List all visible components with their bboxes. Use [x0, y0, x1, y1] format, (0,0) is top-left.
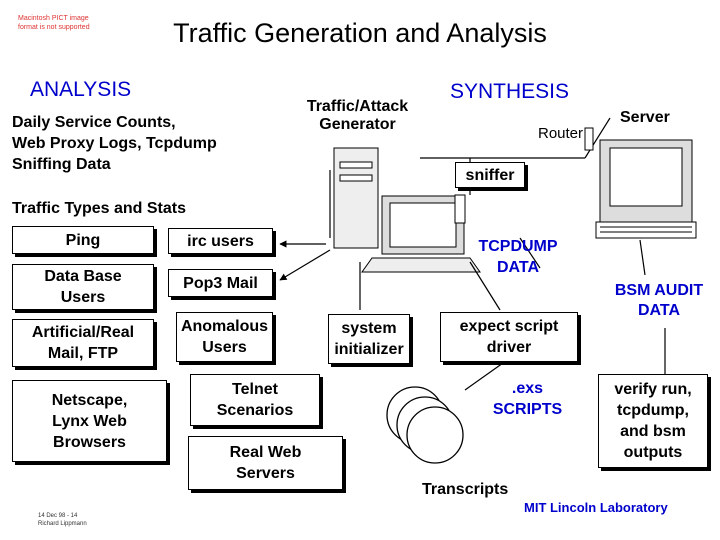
verify-outputs-box: verify run, tcpdump, and bsm outputs: [598, 374, 708, 468]
footer-line: 14 Dec 98 - 14: [38, 513, 78, 519]
expect-script-driver-box: expect script driver: [440, 312, 578, 362]
data-sources: Daily Service Counts, Web Proxy Logs, Tc…: [12, 112, 217, 175]
transcript-circles-icon: [386, 386, 464, 464]
tcpdump-line: DATA: [496, 259, 540, 276]
generator-computer-icon: [333, 147, 481, 273]
server-label: Server: [620, 109, 670, 126]
system-init-line: system: [341, 320, 397, 337]
irc-users-label: irc users: [187, 232, 254, 250]
system-initializer-box: system initializer: [328, 314, 410, 364]
data-source-line: Daily Service Counts,: [12, 114, 176, 131]
real-web-line: Real Web: [229, 444, 302, 461]
database-users-line: Users: [60, 289, 106, 306]
expect-line: driver: [486, 339, 532, 356]
verify-line: tcpdump,: [616, 402, 689, 419]
synthesis-header: SYNTHESIS: [450, 80, 570, 103]
pop3-mail-box: Pop3 Mail: [168, 269, 273, 297]
network-line-server: [584, 117, 611, 159]
generator-label: Traffic/Attack Generator: [290, 98, 425, 134]
verify-line: verify run,: [614, 381, 692, 398]
verify-line: outputs: [623, 444, 683, 461]
transcripts-label: Transcripts: [422, 481, 509, 498]
anomalous-users-line: Anomalous: [180, 318, 269, 335]
bsm-line: BSM AUDIT: [614, 282, 704, 299]
bsm-line: DATA: [637, 302, 681, 319]
sniffer-computer-icon: [454, 194, 466, 224]
router-icon: [584, 127, 594, 151]
ping-label: Ping: [65, 232, 101, 249]
footer-line: Richard Lippmann: [38, 521, 87, 527]
irc-users-box: irc users: [168, 228, 273, 254]
slide-title: Traffic Generation and Analysis: [173, 18, 547, 48]
line-tcpdump: [519, 237, 541, 269]
pict-placeholder-note: Macintosh PICT image format is not suppo…: [18, 15, 90, 31]
sniffer-label: sniffer: [465, 166, 515, 184]
database-users-line: Data Base: [44, 268, 122, 285]
netscape-line: Netscape,: [51, 391, 128, 409]
line-exs-circles: [464, 357, 511, 391]
line-expect: [469, 261, 501, 311]
verify-line: and bsm: [620, 423, 686, 440]
real-web-line: Servers: [236, 465, 295, 482]
server-workstation-icon: [595, 139, 697, 239]
exs-line: .exs: [511, 380, 544, 397]
netscape-line: Lynx Web: [52, 412, 127, 430]
router-label: Router: [538, 125, 584, 142]
arrow-pop3: [279, 249, 331, 281]
pop3-mail-label: Pop3 Mail: [183, 274, 258, 292]
anomalous-users-line: Users: [202, 339, 247, 356]
tcpdump-line: TCPDUMP: [478, 238, 558, 255]
tcpdump-data-label: TCPDUMP DATA: [468, 236, 568, 278]
line-bsm: [639, 239, 646, 276]
artificial-mail-line: Mail, FTP: [47, 345, 119, 362]
artificial-mail-line: Artificial/Real: [31, 324, 135, 341]
system-init-line: initializer: [334, 341, 404, 358]
analysis-header: ANALYSIS: [30, 78, 132, 101]
data-source-line: Sniffing Data: [12, 156, 111, 173]
generator-line: Traffic/Attack: [306, 98, 409, 115]
mit-lincoln-credit: MIT Lincoln Laboratory: [518, 498, 674, 517]
exs-line: SCRIPTS: [492, 401, 563, 418]
data-source-line: Web Proxy Logs, Tcpdump: [12, 135, 217, 152]
telnet-line: Telnet: [232, 381, 278, 398]
footer-note: 14 Dec 98 - 14 Richard Lippmann: [38, 512, 87, 528]
telnet-line: Scenarios: [216, 402, 294, 419]
expect-line: expect script: [459, 318, 559, 335]
ping-box: Ping: [12, 226, 154, 254]
netscape-line: Browsers: [53, 433, 126, 451]
sniffer-box: sniffer: [455, 162, 525, 188]
exs-scripts-label: .exs SCRIPTS: [480, 378, 575, 420]
generator-line: Generator: [319, 116, 396, 133]
bsm-audit-data-label: BSM AUDIT DATA: [604, 281, 714, 321]
traffic-types-header: Traffic Types and Stats: [12, 200, 186, 217]
